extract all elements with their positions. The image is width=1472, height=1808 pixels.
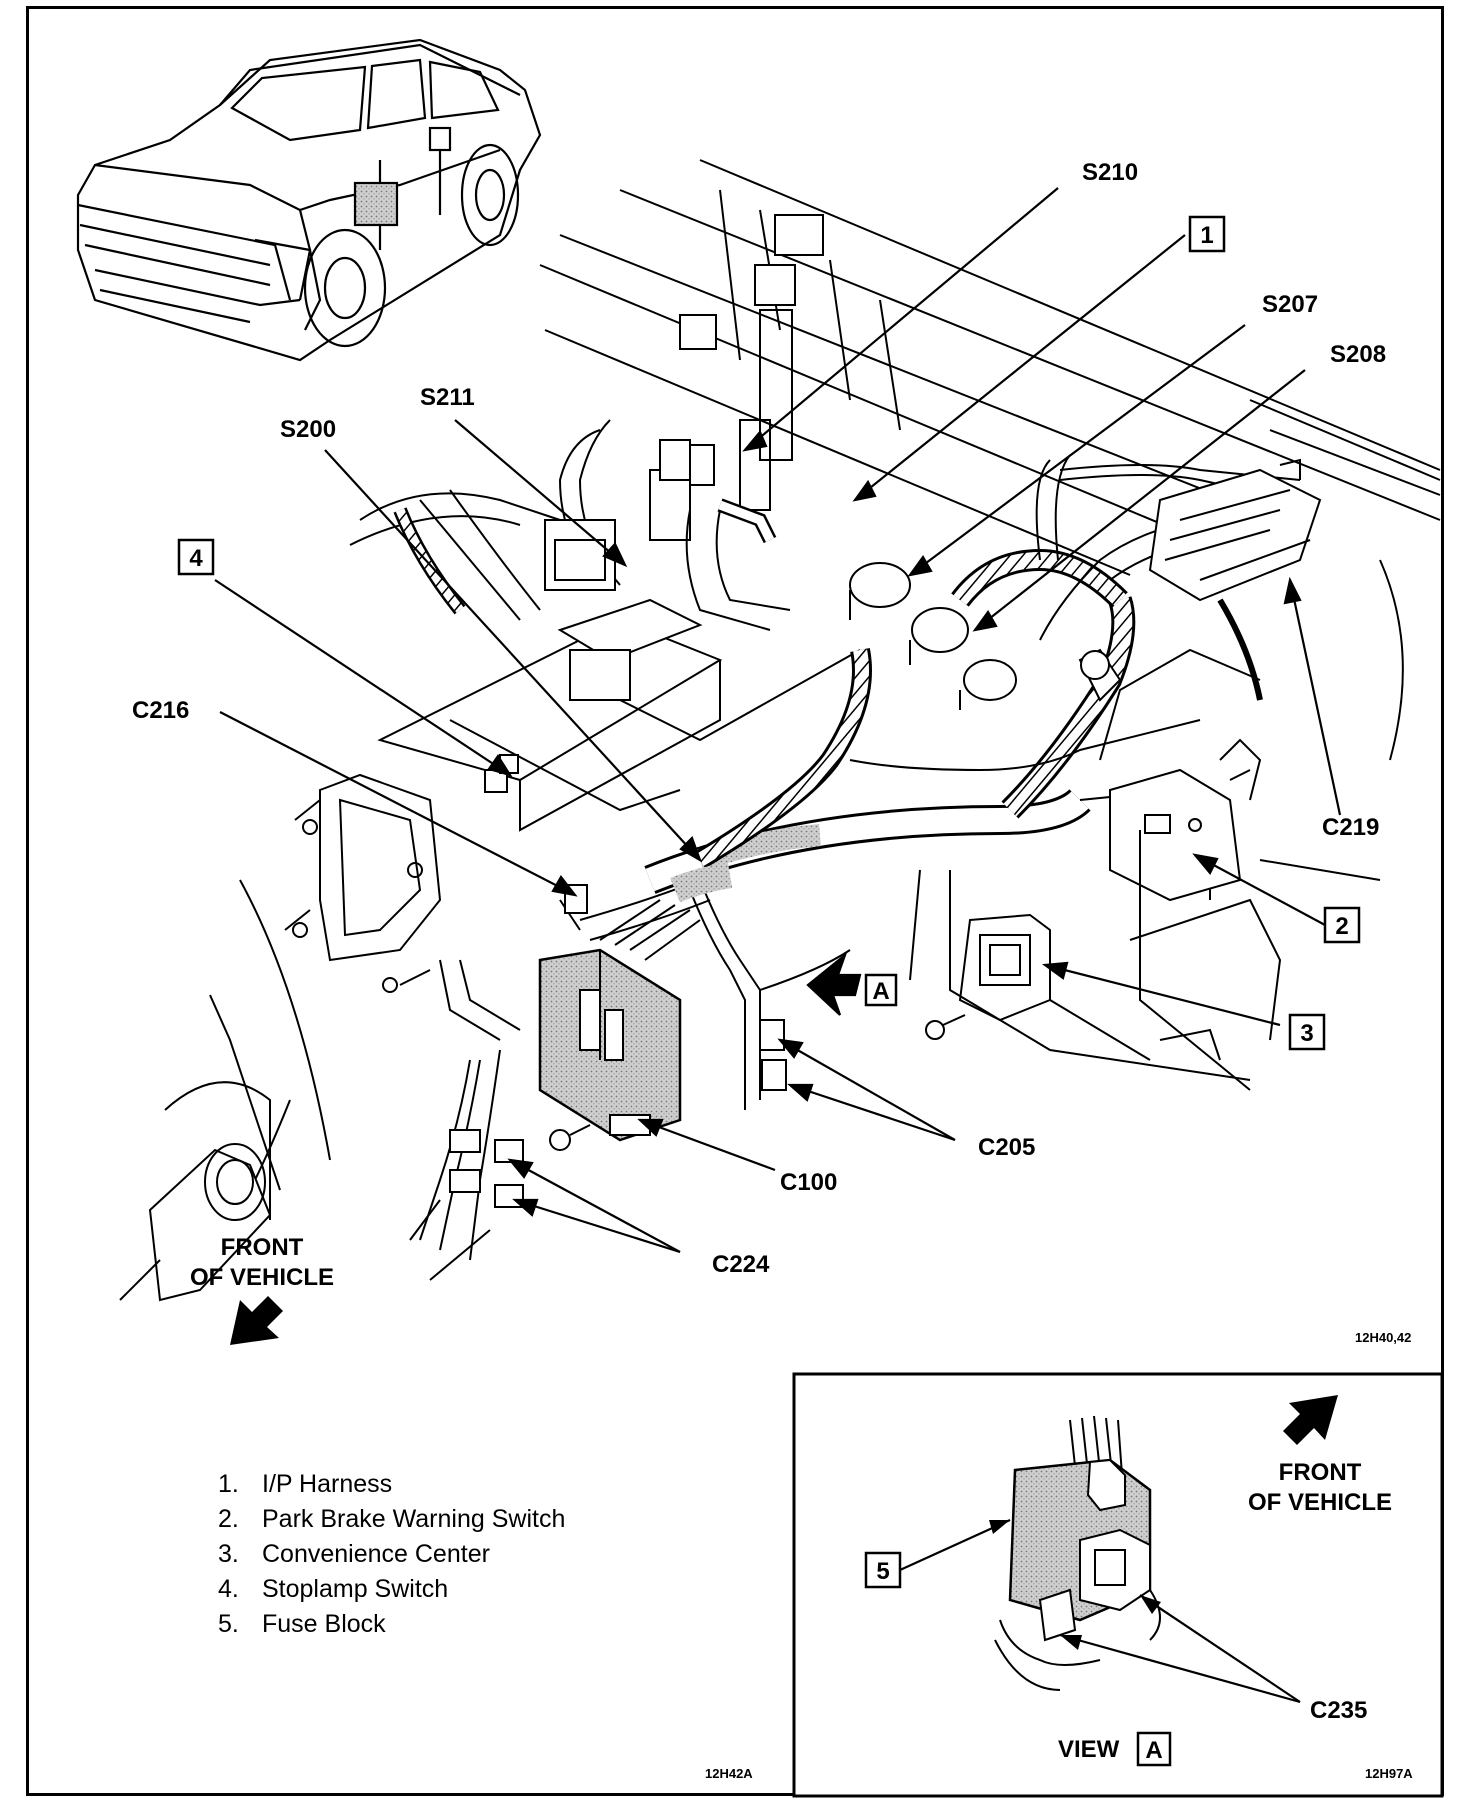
inset-front-arrow-icon — [1283, 1395, 1338, 1445]
legend-item: 2. Park Brake Warning Switch — [218, 1505, 565, 1533]
callout-labels: S210 S207 S208 S211 S200 C216 C219 C205 … — [132, 159, 1386, 1278]
callout-c219: C219 — [1322, 814, 1379, 841]
svg-text:Fuse Block: Fuse Block — [262, 1610, 386, 1638]
callout-c205: C205 — [978, 1134, 1035, 1161]
view-a-marker: A — [864, 973, 898, 1007]
callout-c235: C235 — [1310, 1697, 1367, 1724]
svg-text:Park Brake Warning Switch: Park Brake Warning Switch — [262, 1505, 565, 1533]
numbered-box-5: 5 — [864, 1551, 902, 1589]
numbered-box-1: 1 — [1188, 215, 1226, 253]
numbered-box-4: 4 — [177, 538, 215, 576]
legend-item: 3. Convenience Center — [218, 1540, 490, 1568]
legend: 1. I/P Harness 2. Park Brake Warning Swi… — [218, 1470, 565, 1638]
front-label-line-2: OF VEHICLE — [190, 1264, 334, 1291]
box-2-label: 2 — [1335, 913, 1348, 940]
vehicle-thumbnail — [76, 38, 542, 362]
legend-item: 1. I/P Harness — [218, 1470, 392, 1498]
callout-s210: S210 — [1082, 159, 1138, 186]
view-label: VIEW — [1058, 1736, 1120, 1763]
inset-view-a: FRONT OF VEHICLE 5 C235 VIEW — [792, 1372, 1444, 1798]
front-arrow-icon — [230, 1296, 283, 1345]
figure-code-inset: 12H97A — [1365, 1766, 1413, 1781]
figure-code-main: 12H40,42 — [1355, 1330, 1411, 1345]
svg-text:Stoplamp Switch: Stoplamp Switch — [262, 1575, 448, 1603]
legend-item: 4. Stoplamp Switch — [218, 1575, 448, 1603]
callout-s200: S200 — [280, 416, 336, 443]
svg-text:3.: 3. — [218, 1540, 239, 1568]
svg-text:2.: 2. — [218, 1505, 239, 1533]
svg-text:I/P Harness: I/P Harness — [262, 1470, 392, 1498]
svg-text:5.: 5. — [218, 1610, 239, 1638]
svg-text:1.: 1. — [218, 1470, 239, 1498]
callout-c224: C224 — [712, 1251, 770, 1278]
box-5-label: 5 — [876, 1558, 889, 1585]
box-4-label: 4 — [189, 545, 203, 572]
diagram-frame — [26, 6, 1444, 1796]
numbered-box-3: 3 — [1288, 1013, 1326, 1051]
instrument-panel-drawing — [119, 159, 1441, 1302]
numbered-box-2: 2 — [1323, 906, 1361, 944]
inset-front-line-2: OF VEHICLE — [1248, 1489, 1392, 1516]
leader-lines — [214, 187, 1342, 1254]
view-a-letter: A — [1145, 1737, 1162, 1764]
callout-c216: C216 — [132, 697, 189, 724]
callout-c100: C100 — [780, 1169, 837, 1196]
box-3-label: 3 — [1300, 1020, 1313, 1047]
svg-text:Convenience Center: Convenience Center — [262, 1540, 490, 1568]
inset-front-line-1: FRONT — [1279, 1459, 1362, 1486]
callout-s207: S207 — [1262, 291, 1318, 318]
svg-text:4.: 4. — [218, 1575, 239, 1603]
callout-s208: S208 — [1330, 341, 1386, 368]
callout-s211: S211 — [420, 384, 475, 411]
front-of-vehicle-main: FRONT OF VEHICLE — [190, 1234, 334, 1345]
legend-item: 5. Fuse Block — [218, 1610, 386, 1638]
front-label-line-1: FRONT — [221, 1234, 304, 1261]
box-1-label: 1 — [1200, 222, 1213, 249]
figure-code-legend: 12H42A — [705, 1766, 753, 1781]
view-a-marker-letter: A — [872, 978, 889, 1005]
